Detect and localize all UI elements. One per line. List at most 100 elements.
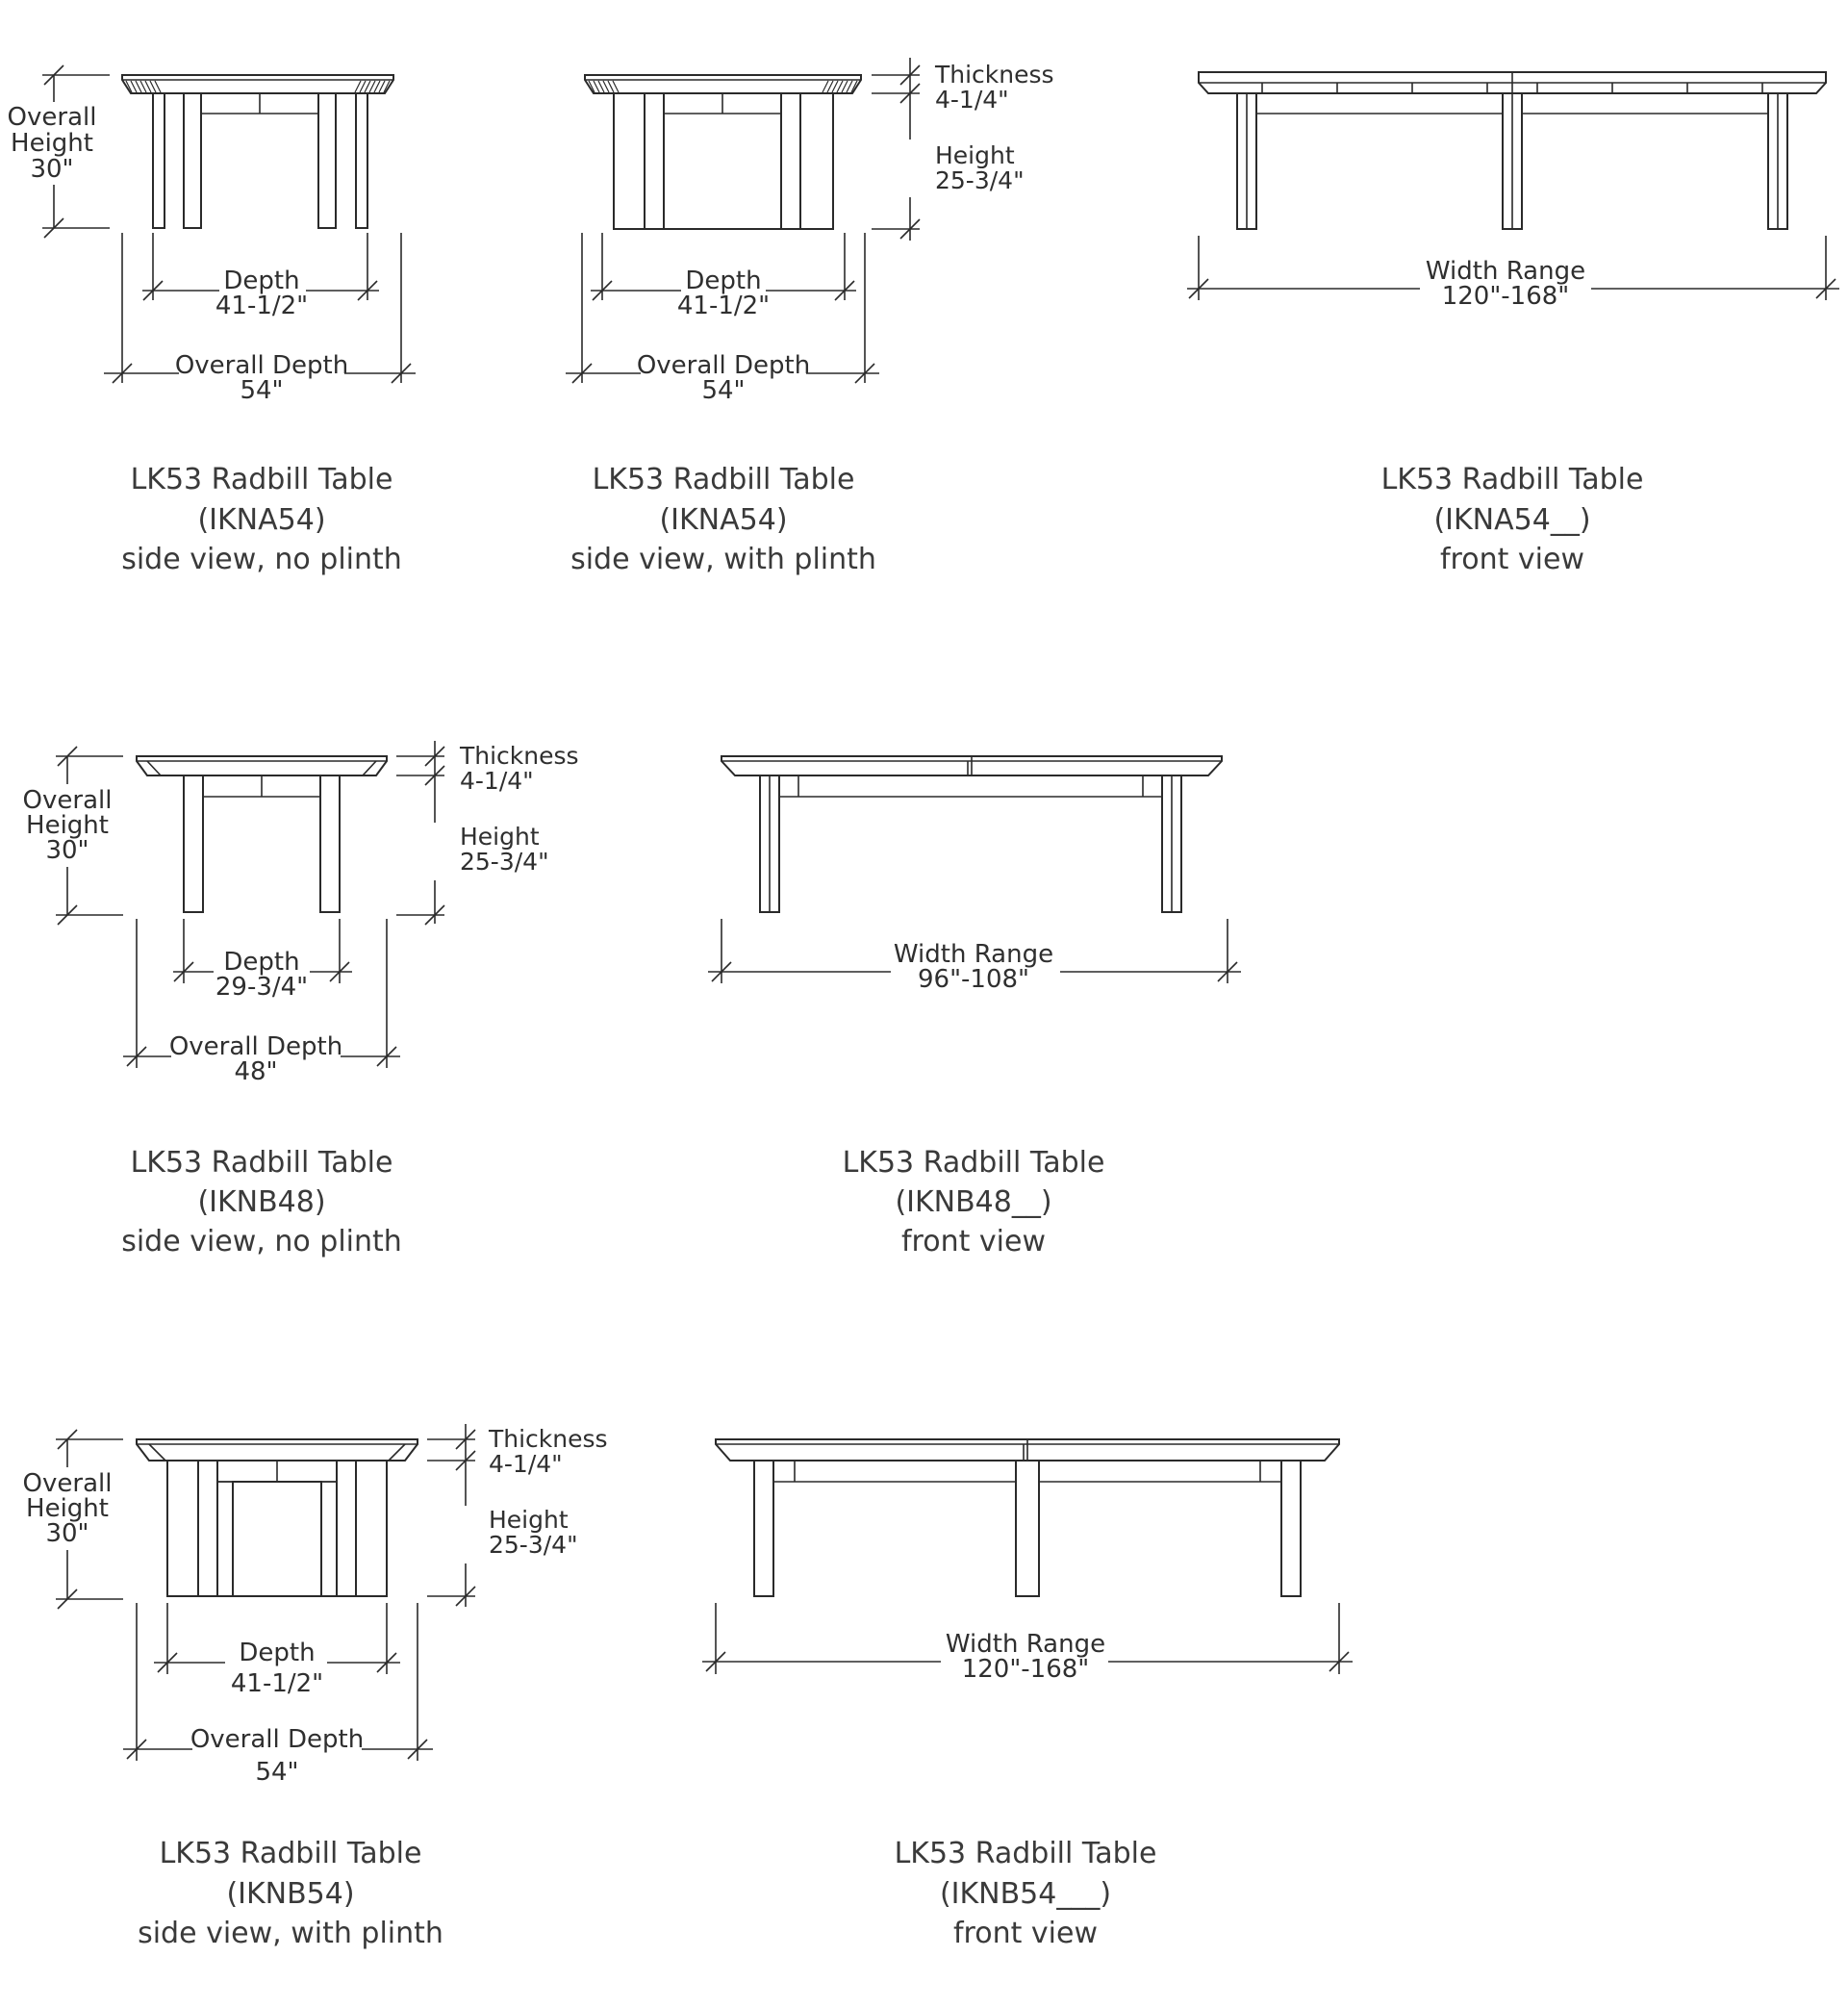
table-legs [1236, 92, 1788, 230]
depth-dimension [142, 233, 379, 301]
height-label: Height [935, 141, 1015, 169]
caption-model: (IKNB54) [226, 1877, 354, 1911]
caption-title: LK53 Radbill Table [843, 1146, 1105, 1180]
width-range-value: 120"-168" [962, 1655, 1090, 1684]
overall-height-label-2: Height [26, 811, 109, 840]
table-top [136, 755, 388, 776]
table-legs [759, 775, 1182, 913]
height-value: 25-3/4" [460, 848, 549, 876]
table-top [121, 74, 394, 94]
overall-height-label-2: Height [11, 129, 93, 158]
depth-value: 41-1/2" [215, 292, 308, 320]
iknb48-front-drawing: Width Range 96"-108" LK53 Radbill Table … [708, 755, 1241, 1258]
thickness-label: Thickness [934, 61, 1054, 89]
caption-view: side view, with plinth [570, 543, 876, 576]
width-range-label: Width Range [946, 1630, 1105, 1659]
caption-model: (IKNA54) [197, 503, 325, 537]
table-top [721, 755, 1223, 776]
depth-dimension [173, 919, 352, 983]
depth-dimension [154, 1603, 400, 1674]
overall-height-label: Overall [8, 103, 97, 132]
overall-height-label-2: Height [26, 1494, 109, 1523]
caption-model: (IKNB48__) [895, 1185, 1051, 1219]
height-value: 25-3/4" [935, 166, 1025, 194]
table-top [136, 1438, 418, 1462]
overall-depth-value: 54" [701, 376, 745, 405]
depth-label: Depth [239, 1639, 315, 1667]
overall-depth-label: Overall Depth [169, 1032, 342, 1061]
plinth-base [166, 1460, 388, 1597]
overall-height-dimension [23, 1429, 123, 1610]
thickness-value: 4-1/4" [489, 1450, 563, 1478]
width-range-dimension [1187, 236, 1839, 300]
overall-height-label: Overall [23, 1469, 113, 1498]
width-range-dimension [708, 919, 1241, 983]
overall-height-dimension [23, 746, 123, 926]
ikna54-side-with-plinth-drawing: Thickness 4-1/4" Height 25-3/4" Depth 41… [566, 58, 1054, 576]
caption-view: front view [1440, 543, 1584, 576]
caption-title: LK53 Radbill Table [1381, 463, 1644, 496]
depth-label: Depth [685, 267, 761, 295]
table-legs [753, 1460, 1302, 1597]
depth-dimension [591, 233, 856, 301]
ikna54-side-no-plinth-drawing: Overall Height 30" Depth 41-1/2" Overall… [8, 64, 416, 576]
width-range-dimension [702, 1603, 1353, 1674]
overall-depth-dimension [123, 919, 400, 1068]
thickness-label: Thickness [459, 742, 579, 770]
width-range-label: Width Range [1426, 257, 1585, 286]
overall-height-value: 30" [30, 155, 73, 184]
iknb54-side-with-plinth-drawing: Overall Height 30" Thickness 4-1/4" Heig… [23, 1424, 608, 1950]
thickness-value: 4-1/4" [935, 86, 1009, 114]
table-top [1198, 71, 1827, 94]
plinth-base [613, 92, 834, 230]
table-top [584, 74, 862, 94]
caption-model: (IKNA54) [659, 503, 787, 537]
depth-value: 29-3/4" [215, 973, 308, 1002]
depth-label: Depth [223, 267, 299, 295]
caption-model: (IKNA54__) [1433, 503, 1590, 537]
thickness-label: Thickness [488, 1425, 608, 1453]
ikna54-front-drawing: Width Range 120"-168" LK53 Radbill Table… [1187, 71, 1839, 576]
overall-depth-value: 54" [255, 1758, 298, 1787]
caption-view: side view, no plinth [121, 543, 402, 576]
caption-title: LK53 Radbill Table [160, 1837, 422, 1870]
overall-height-value: 30" [45, 1519, 89, 1548]
caption-view: side view, with plinth [138, 1917, 443, 1950]
overall-height-value: 30" [45, 836, 89, 865]
caption-title: LK53 Radbill Table [895, 1837, 1157, 1870]
depth-value: 41-1/2" [677, 292, 770, 320]
caption-title: LK53 Radbill Table [593, 463, 855, 496]
depth-label: Depth [223, 948, 299, 977]
caption-title: LK53 Radbill Table [131, 463, 393, 496]
width-range-value: 96"-108" [918, 965, 1029, 994]
width-range-label: Width Range [894, 940, 1053, 969]
height-label: Height [489, 1506, 569, 1534]
overall-depth-dimension [566, 233, 879, 384]
iknb54-front-drawing: Width Range 120"-168" LK53 Radbill Table… [702, 1438, 1353, 1950]
height-label: Height [460, 823, 540, 851]
thickness-height-dimension [396, 741, 445, 926]
caption-model: (IKNB54___) [940, 1877, 1111, 1911]
depth-value: 41-1/2" [231, 1669, 323, 1698]
overall-depth-dimension [104, 233, 416, 384]
overall-depth-value: 48" [234, 1057, 277, 1086]
height-value: 25-3/4" [489, 1531, 578, 1559]
thickness-height-dimension [872, 58, 921, 241]
caption-view: side view, no plinth [121, 1225, 402, 1258]
table-top [715, 1438, 1340, 1462]
overall-depth-value: 54" [240, 376, 283, 405]
overall-height-label: Overall [23, 786, 113, 815]
iknb48-side-no-plinth-drawing: Overall Height 30" Thickness 4-1/4" Heig… [23, 741, 579, 1258]
overall-depth-dimension [123, 1603, 433, 1761]
caption-model: (IKNB48) [197, 1185, 325, 1219]
thickness-value: 4-1/4" [460, 767, 534, 795]
caption-view: front view [901, 1225, 1046, 1258]
width-range-value: 120"-168" [1442, 282, 1570, 311]
caption-title: LK53 Radbill Table [131, 1146, 393, 1180]
overall-depth-label: Overall Depth [175, 351, 348, 380]
overall-depth-label: Overall Depth [637, 351, 810, 380]
thickness-height-dimension [427, 1424, 476, 1607]
caption-view: front view [953, 1917, 1098, 1950]
table-legs [183, 775, 341, 913]
